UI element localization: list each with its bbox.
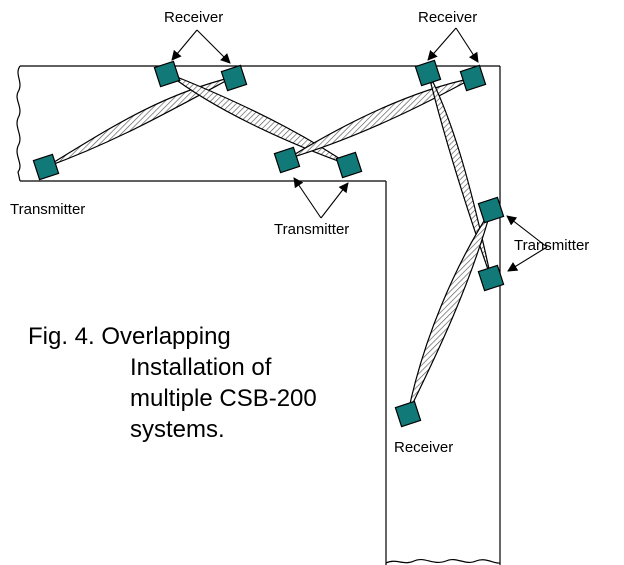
arrow-receiver-tr-1 [427,27,457,61]
transmitter-unit [335,151,363,179]
receiver-unit [459,64,487,92]
receiver-unit [394,400,422,428]
arrow-receiver-tl-1 [171,29,198,61]
transmitter-unit [477,196,505,224]
beam-4 [427,71,492,279]
receiver-unit [414,59,442,87]
arrow-receiver-tl-2 [196,29,231,64]
receiver-label-top-right: Receiver [418,9,477,26]
bottom-break-edge [385,558,501,564]
caption-line-1: Fig. 4. Overlapping [28,323,231,350]
transmitter-unit [32,153,60,181]
arrow-transmitter-r-2 [507,246,548,272]
transmitter-label-left: Transmitter [10,201,85,218]
figure-caption: Fig. 4. Overlapping Installation of mult… [28,323,317,443]
receiver-label-bottom: Receiver [394,439,453,456]
pointer-arrows [171,27,548,272]
units [32,59,505,428]
left-break-edge [16,65,21,182]
caption-line-2: Installation of [130,354,272,381]
receiver-unit [153,60,181,88]
receiver-unit [220,64,248,92]
arrow-transmitter-r-1 [506,215,548,248]
caption-line-3: multiple CSB-200 [130,385,317,412]
beam-5 [407,209,492,414]
transmitter-unit [477,264,505,292]
arrow-receiver-tr-2 [455,27,479,63]
caption-line-4: systems. [130,416,225,443]
transmitter-label-center: Transmitter [274,221,349,238]
transmitter-unit [273,146,301,174]
arrow-transmitter-c-2 [320,182,349,219]
transmitter-label-right: Transmitter [514,237,589,254]
receiver-label-top-left: Receiver [164,9,223,26]
arrow-transmitter-c-1 [293,177,322,219]
beam-2 [166,72,350,166]
beams [45,71,492,414]
